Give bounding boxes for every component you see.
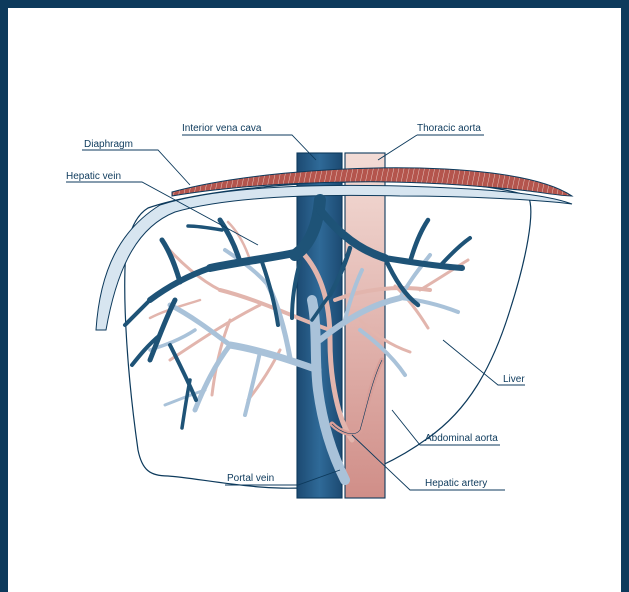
label-abdominal-aorta: Abdominal aorta [425, 433, 498, 444]
label-hepatic-vein: Hepatic vein [66, 171, 121, 182]
label-hepatic-artery: Hepatic artery [425, 478, 487, 489]
label-portal-vein: Portal vein [227, 473, 274, 484]
label-inferior-vena-cava: Interior vena cava [182, 123, 262, 134]
label-diaphragm: Diaphragm [84, 139, 133, 150]
label-thoracic-aorta: Thoracic aorta [417, 123, 481, 134]
label-liver: Liver [503, 374, 525, 385]
